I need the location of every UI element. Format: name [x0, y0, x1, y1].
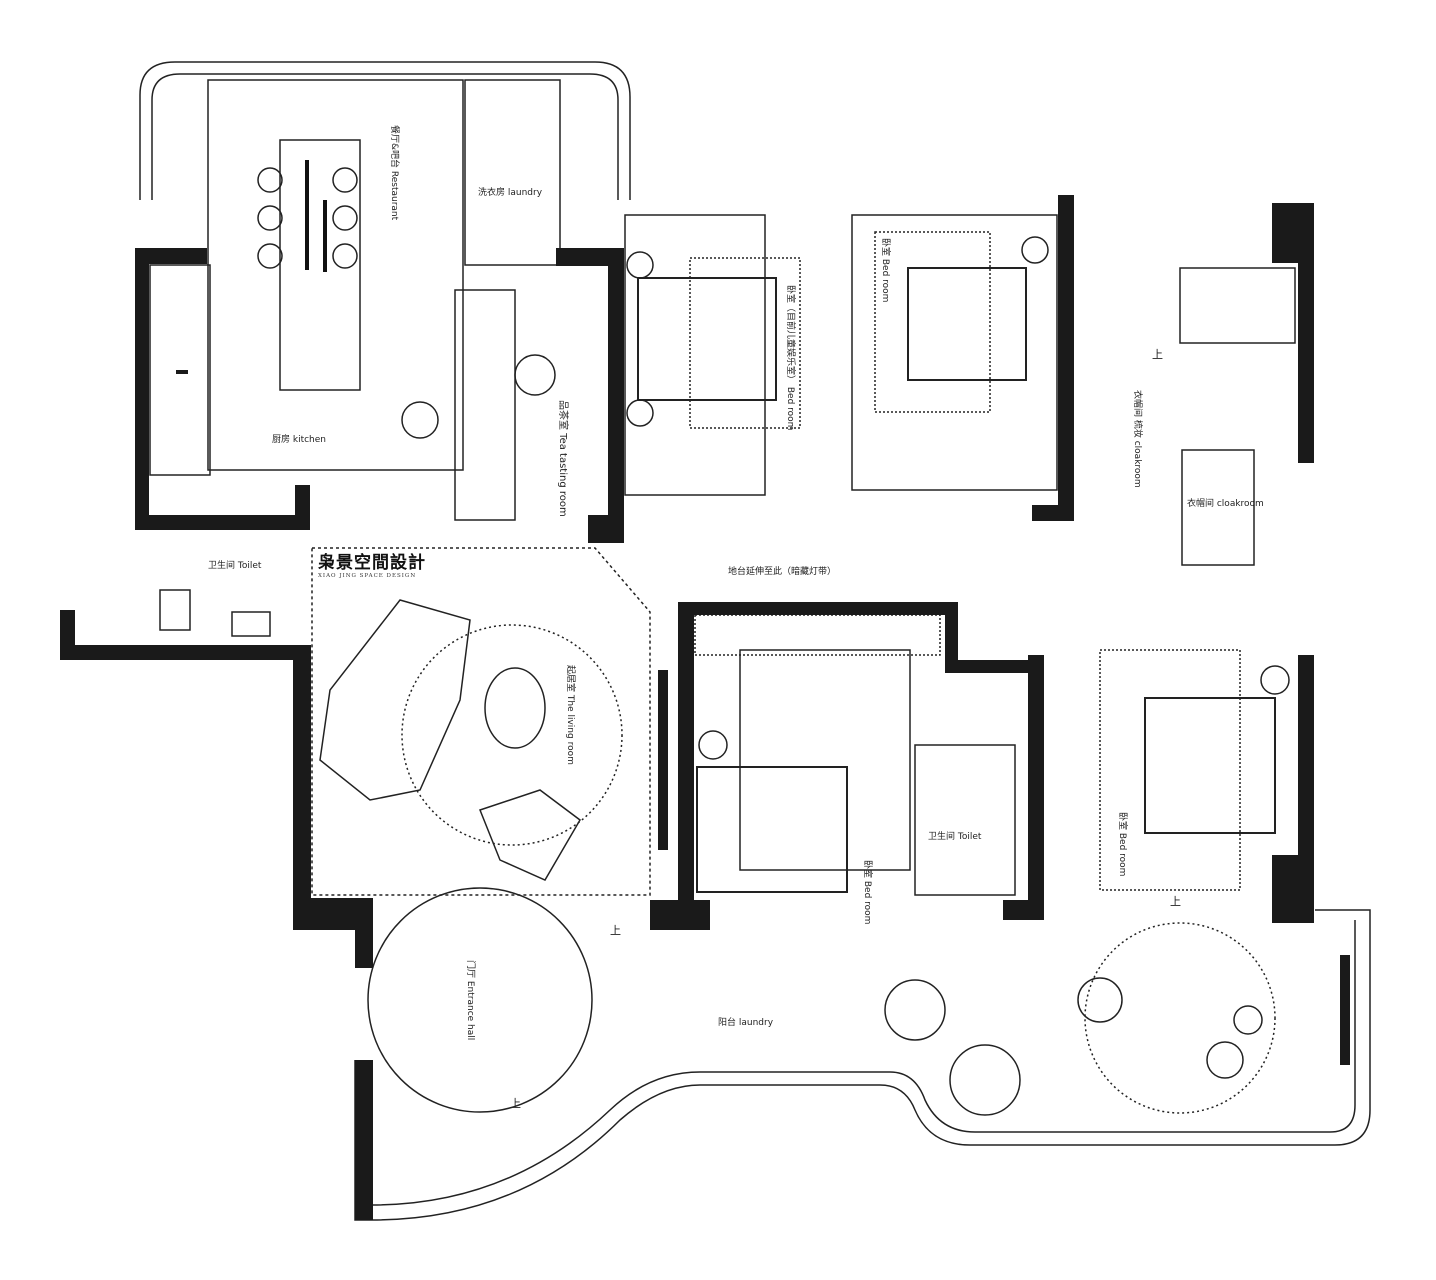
tea-chair — [514, 354, 556, 396]
restaurant-area — [207, 79, 464, 471]
living-room-rug — [401, 624, 623, 846]
label-cloakroom: 衣帽间 cloakroom — [1187, 499, 1264, 509]
entrance-rug — [367, 887, 593, 1113]
up-marker: 上 — [510, 1097, 521, 1110]
up-marker: 上 — [1152, 348, 1163, 361]
label-bedroom-kids: 卧室（目前儿童娱乐室） Bed room — [785, 285, 795, 431]
label-restaurant: 餐厅&吧台 Restaurant — [389, 125, 399, 221]
label-laundry-room: 洗衣房 laundry — [478, 188, 543, 198]
label-master-bedroom: 卧室 Bed room — [1117, 812, 1127, 877]
logo-name-cn: 枭景空間設計 — [318, 553, 426, 573]
designer-logo: 枭景空間設計 XIAO JING SPACE DESIGN — [318, 548, 426, 579]
living-room-area — [311, 547, 651, 896]
label-toilet-left: 卫生间 Toilet — [208, 561, 262, 571]
up-marker: 上 — [610, 924, 621, 937]
plant — [949, 1044, 1021, 1116]
dining-chairs — [257, 167, 358, 269]
terrace-outline — [139, 61, 631, 200]
label-entrance-hall: 门厅 Entrance hall — [465, 960, 475, 1041]
label-toilet-center: 卫生间 Toilet — [928, 832, 982, 842]
lounge-chair — [479, 789, 581, 881]
up-marker: 上 — [1170, 895, 1181, 908]
label-living-room: 起居室 The living room — [565, 665, 575, 765]
coffee-table — [484, 667, 546, 749]
label-kitchen: 厨房 kitchen — [272, 435, 326, 445]
plant — [884, 979, 946, 1041]
label-balcony: 阳台 laundry — [718, 1018, 774, 1028]
label-dressing: 衣帽间 梳妆 cloakroom — [1132, 390, 1142, 488]
walls — [60, 195, 1350, 1220]
logo-name-en: XIAO JING SPACE DESIGN — [318, 573, 417, 579]
label-bedroom-3: 卧室 Bed room — [862, 860, 872, 925]
label-tea-room: 品茶室 Tea tasting room — [557, 400, 568, 517]
sofa — [319, 599, 471, 801]
label-bedroom-2: 卧室 Bed room — [880, 238, 890, 303]
balcony-rug — [1084, 922, 1276, 1114]
platform-note: 地台延伸至此（暗藏灯带） — [728, 567, 837, 577]
